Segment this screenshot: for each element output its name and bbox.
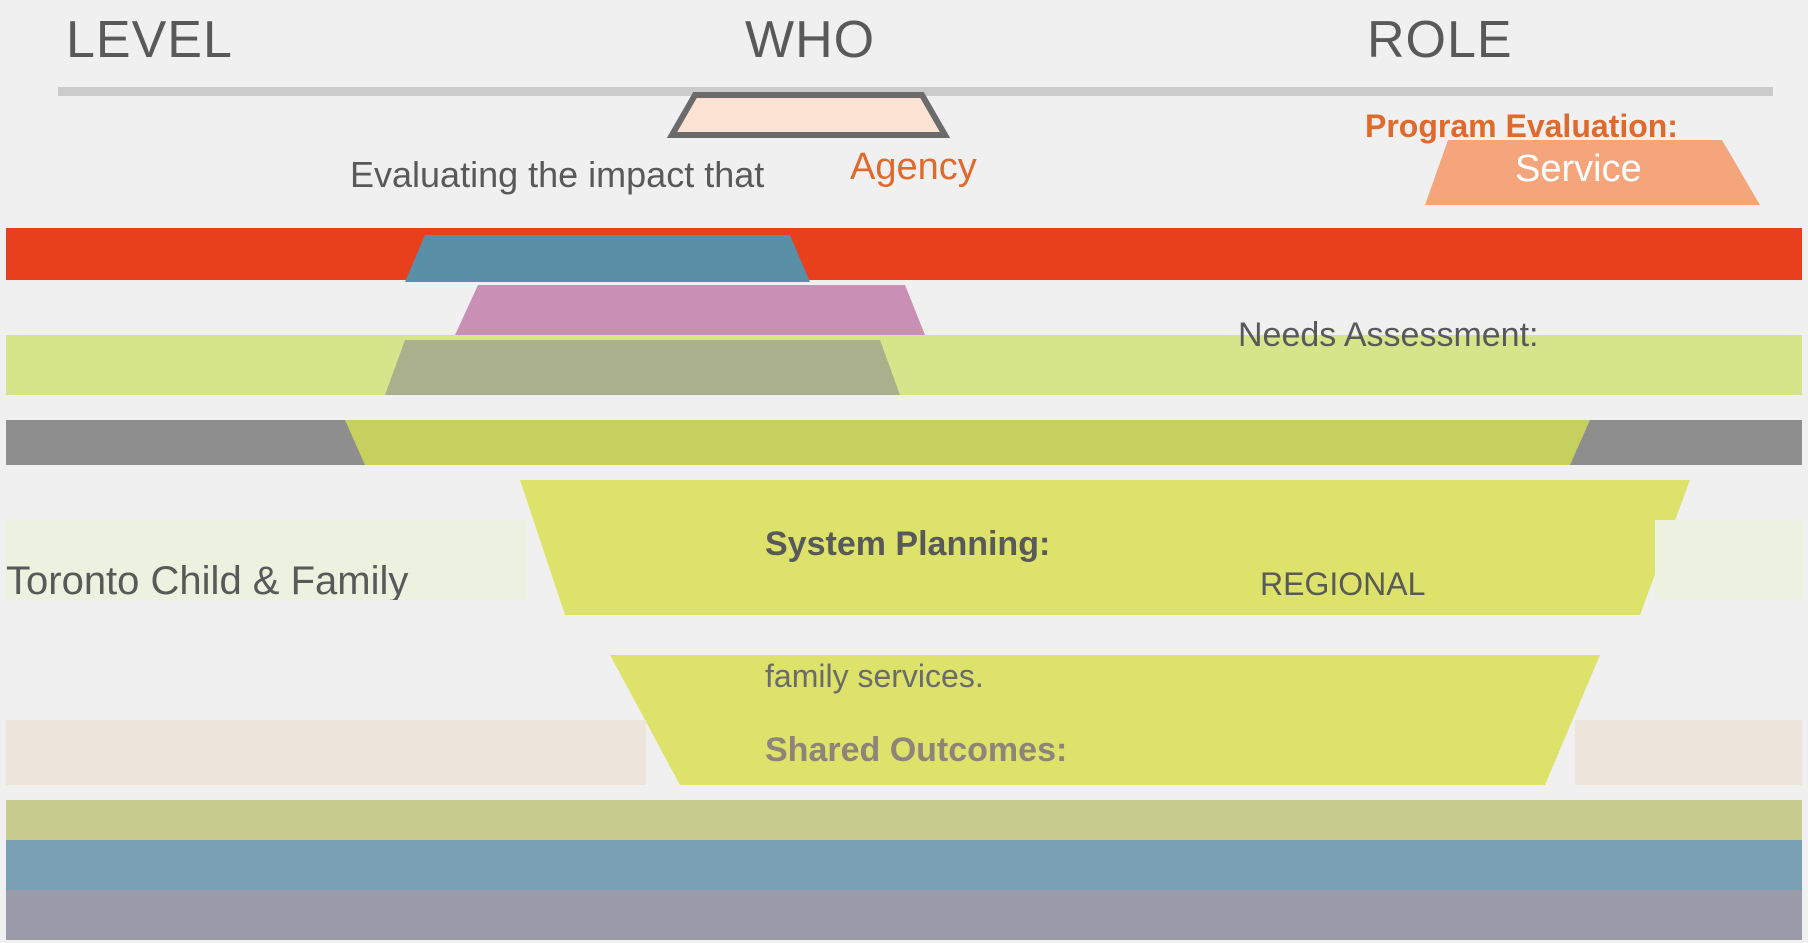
header-level: LEVEL: [66, 11, 233, 69]
outcomes-left-panel: [6, 720, 646, 785]
needs-assessment-title: Needs Assessment:: [1238, 316, 1539, 354]
needs-trapezoid: [455, 285, 925, 335]
planning-lower-trapezoid: [610, 655, 1600, 785]
bottom-band-1: [6, 800, 1802, 840]
system-planning-title: System Planning:: [765, 525, 1051, 563]
needs-inner: [385, 340, 900, 395]
grey-inner: [345, 420, 1590, 465]
service-label: Service: [1515, 148, 1642, 190]
header-role: ROLE: [1367, 11, 1513, 69]
program-evaluation-text: Evaluating the impact that individual se…: [350, 156, 765, 196]
needs-band: [6, 335, 1802, 395]
header-divider: [58, 87, 1773, 96]
agency-band: [6, 228, 1802, 280]
agency-trapezoid: [405, 235, 810, 282]
planning-left-panel: [6, 520, 526, 600]
service-tier-top: [666, 92, 951, 138]
outcomes-right-panel: [1575, 720, 1802, 785]
family-services-text: family services.: [765, 658, 984, 694]
shared-outcomes-title: Shared Outcomes:: [765, 731, 1068, 769]
toronto-label: Toronto Child & Family: [6, 560, 409, 600]
system-planning-trapezoid: [520, 480, 1690, 615]
bottom-band-2: [6, 840, 1802, 890]
service-label-shape: [1425, 140, 1760, 205]
program-evaluation-title: Program Evaluation:: [1365, 108, 1678, 144]
header-who: WHO: [745, 11, 876, 69]
regional-label: REGIONAL: [1260, 566, 1426, 602]
agency-label: Agency: [850, 146, 977, 188]
bottom-band-3: [6, 890, 1802, 940]
planning-right-panel: [1655, 520, 1802, 600]
